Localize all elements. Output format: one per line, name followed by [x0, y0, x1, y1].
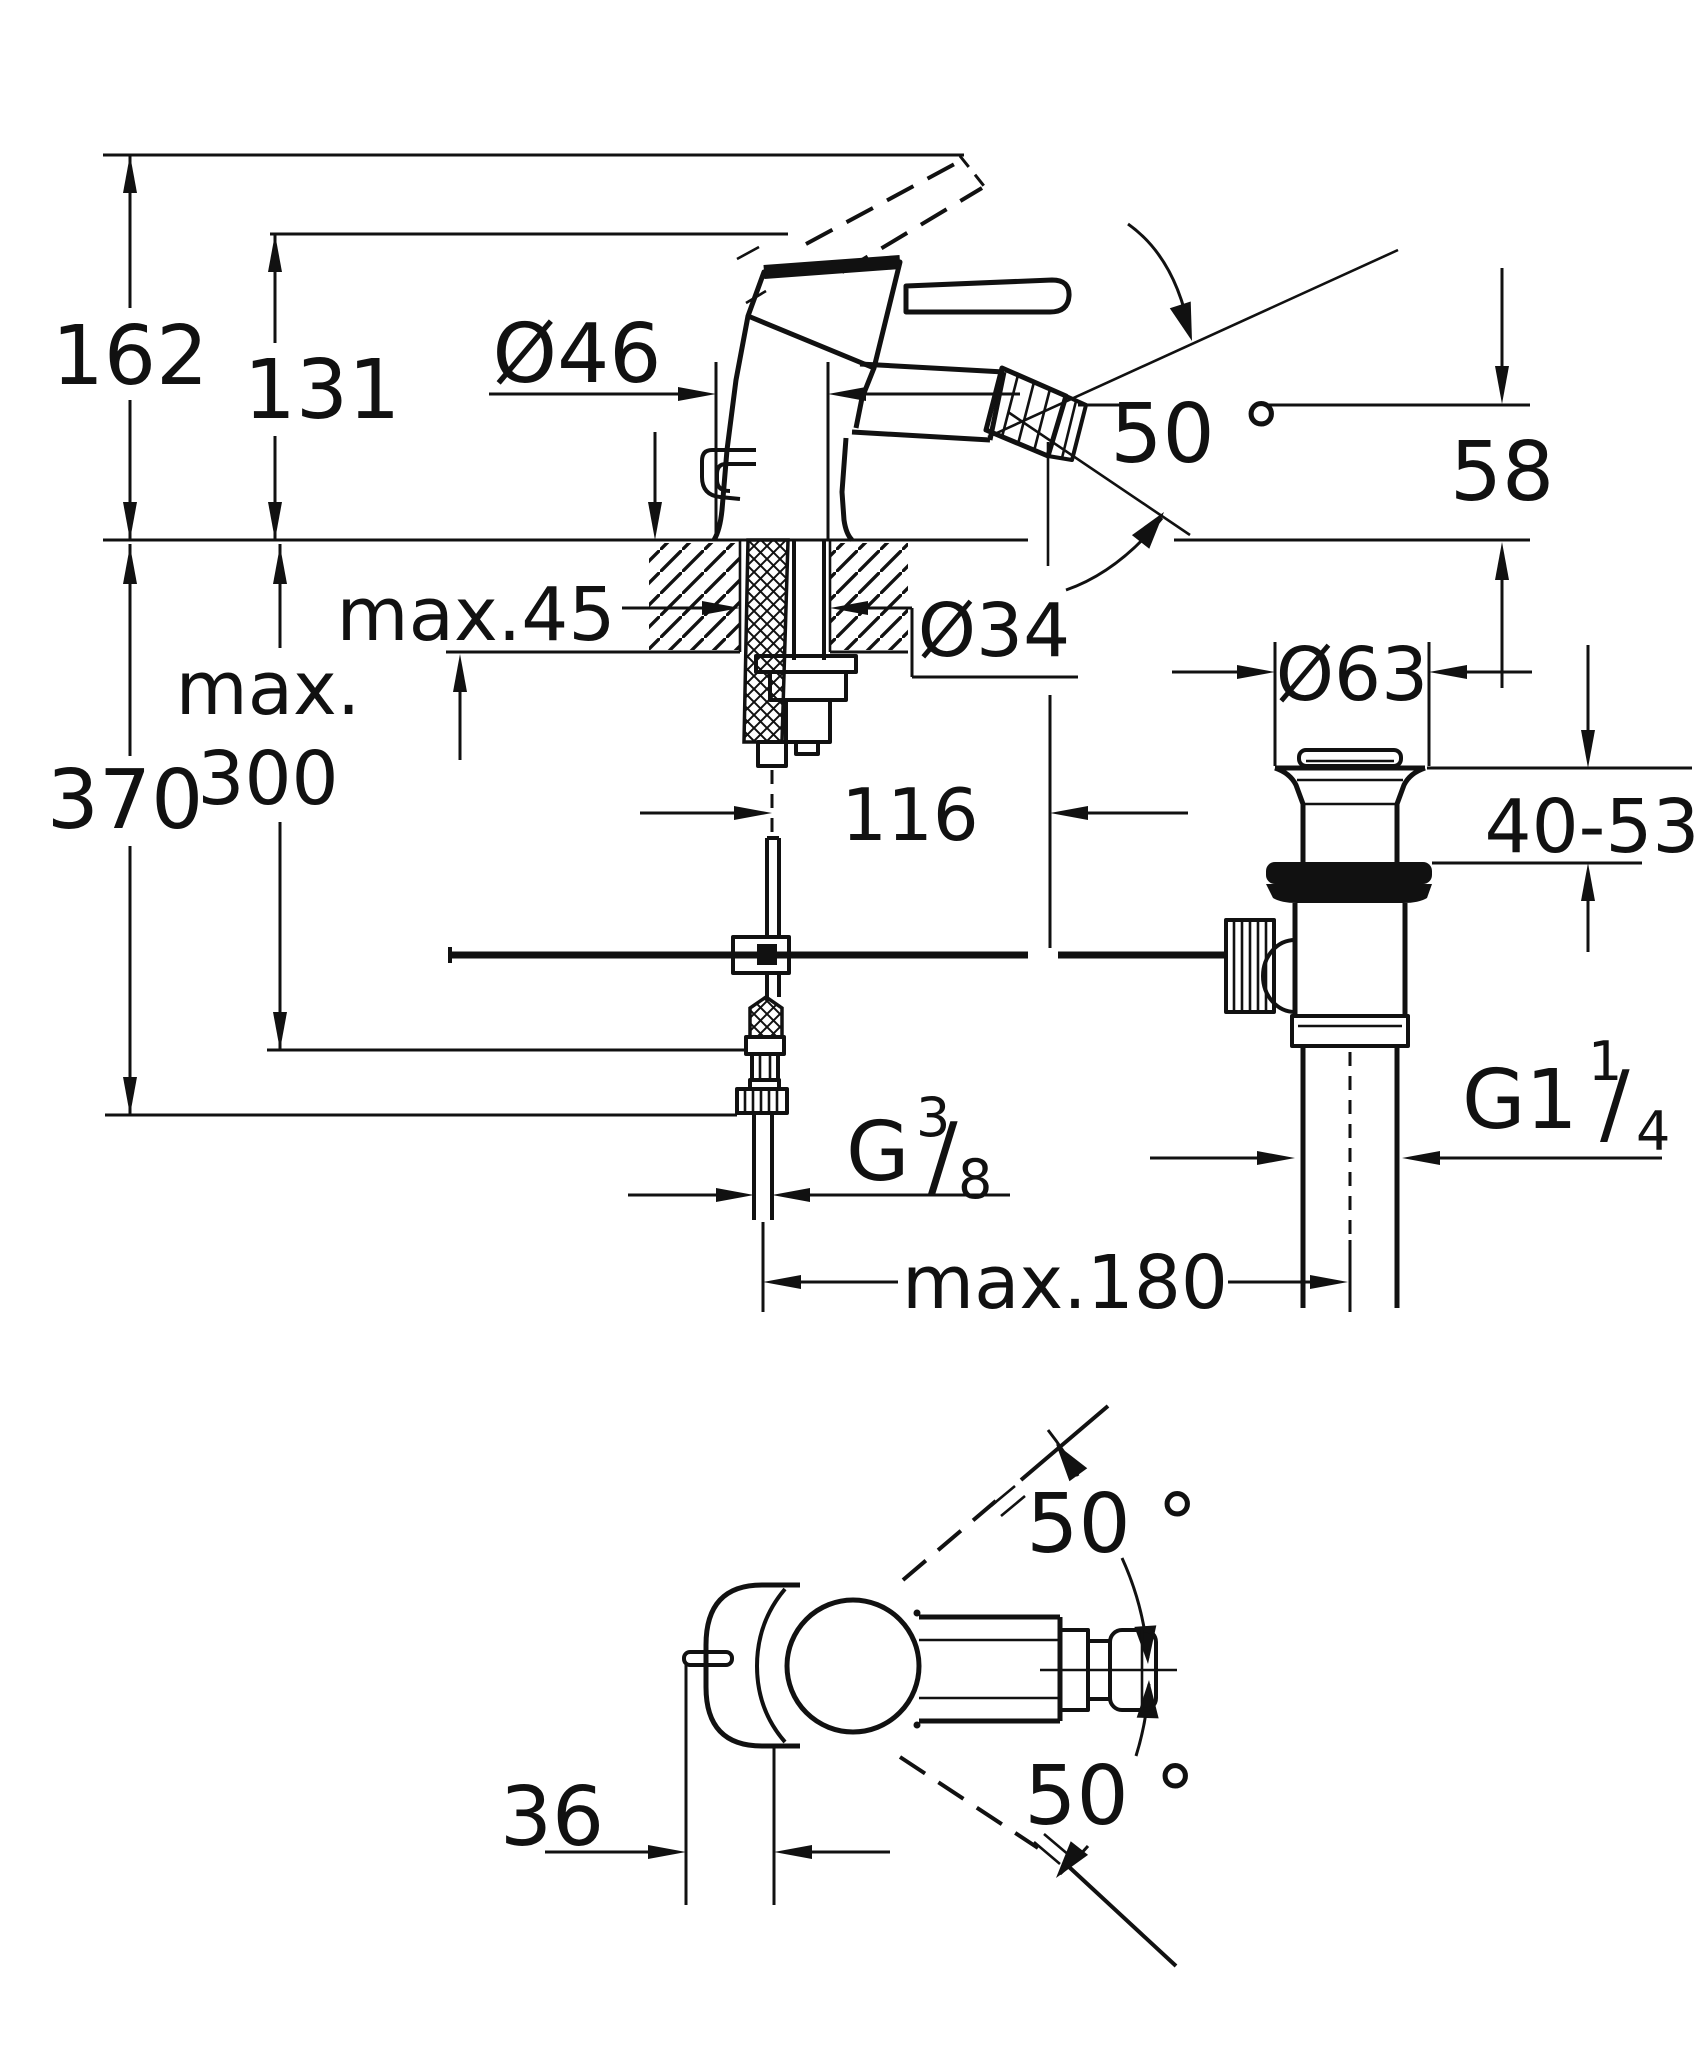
waste-flange	[1274, 765, 1426, 862]
plan-lever-pin	[682, 1650, 734, 1667]
pop-up-waste-assembly	[1224, 748, 1432, 1316]
mounting-deck	[649, 540, 908, 652]
shank-and-supply-hose	[731, 538, 858, 1220]
lever-handle	[903, 277, 1072, 315]
thread-label-g114-base: G1	[1462, 1053, 1578, 1148]
pop-up-pull-rod	[765, 836, 781, 935]
spray-angle-construction	[987, 248, 1399, 566]
waste-tailpipe	[1300, 1046, 1400, 1308]
mounting-hex	[784, 698, 832, 744]
dim-label-116: 116	[841, 773, 978, 857]
flex-hose-upper	[742, 538, 790, 744]
plan-body-circle	[784, 1597, 922, 1735]
dim-label-max180: max.180	[902, 1240, 1228, 1326]
waste-seal-ring	[1266, 862, 1432, 884]
thread-label-g114-slash: /	[1600, 1052, 1630, 1155]
pop-up-actuator-rod	[448, 947, 1226, 963]
dim-label-36: 36	[500, 1770, 604, 1865]
dimension-labels: 162 131 Ø46 50 ° 58 max.45 Ø34 max. 300 …	[47, 307, 1700, 1865]
angle-label-side-50: 50 °	[1110, 387, 1281, 482]
waste-rod-boss	[1261, 938, 1296, 1014]
dim-label-dia34: Ø34	[918, 588, 1070, 674]
dim-label-162: 162	[52, 309, 209, 404]
body-clip-inner	[715, 462, 756, 493]
dim-label-dia63: Ø63	[1276, 632, 1428, 718]
thread-label-g38-sup: 3	[916, 1086, 950, 1149]
faucet-side-view	[700, 155, 1399, 566]
reference-lines	[103, 153, 1692, 1905]
thread-label-g38-sub: 8	[958, 1148, 992, 1211]
thread-label-g38-slash: /	[928, 1104, 958, 1207]
faucet-body-left-edge	[711, 315, 751, 542]
waste-pull-knob	[1297, 748, 1403, 768]
dim-label-max45: max.45	[337, 572, 616, 658]
angle-label-plan-upper-50: 50 °	[1026, 1477, 1197, 1572]
plan-handle-swing-dashed	[898, 1404, 1178, 1968]
body-clip	[700, 448, 756, 501]
spout	[851, 361, 1007, 443]
connection-thread-g38	[752, 1115, 774, 1220]
angle-label-plan-lower-50: 50 °	[1024, 1749, 1195, 1844]
dim-label-dia46: Ø46	[493, 307, 662, 402]
flex-hose-lower	[748, 994, 784, 1039]
dim-label-58: 58	[1450, 425, 1554, 520]
faucet-plan-view	[682, 1404, 1178, 1968]
thread-label-g114-sub: 4	[1636, 1100, 1670, 1163]
faucet-body-right-edge	[839, 367, 877, 542]
handle-raised-dashed	[736, 155, 986, 305]
dim-label-131: 131	[244, 343, 401, 438]
waste-body	[1292, 903, 1408, 1016]
thread-label-g114-sup: 1	[1588, 1030, 1622, 1093]
plan-cap-seam	[755, 1587, 787, 1744]
waste-compression-nut	[1290, 1014, 1410, 1048]
dim-label-max300-word: max.	[176, 646, 361, 732]
dim-label-40-53: 40-53	[1484, 784, 1699, 870]
dim-label-max300-num: 300	[197, 736, 338, 822]
dim-label-370: 370	[47, 753, 204, 848]
thread-label-g38-base: G	[846, 1105, 910, 1200]
